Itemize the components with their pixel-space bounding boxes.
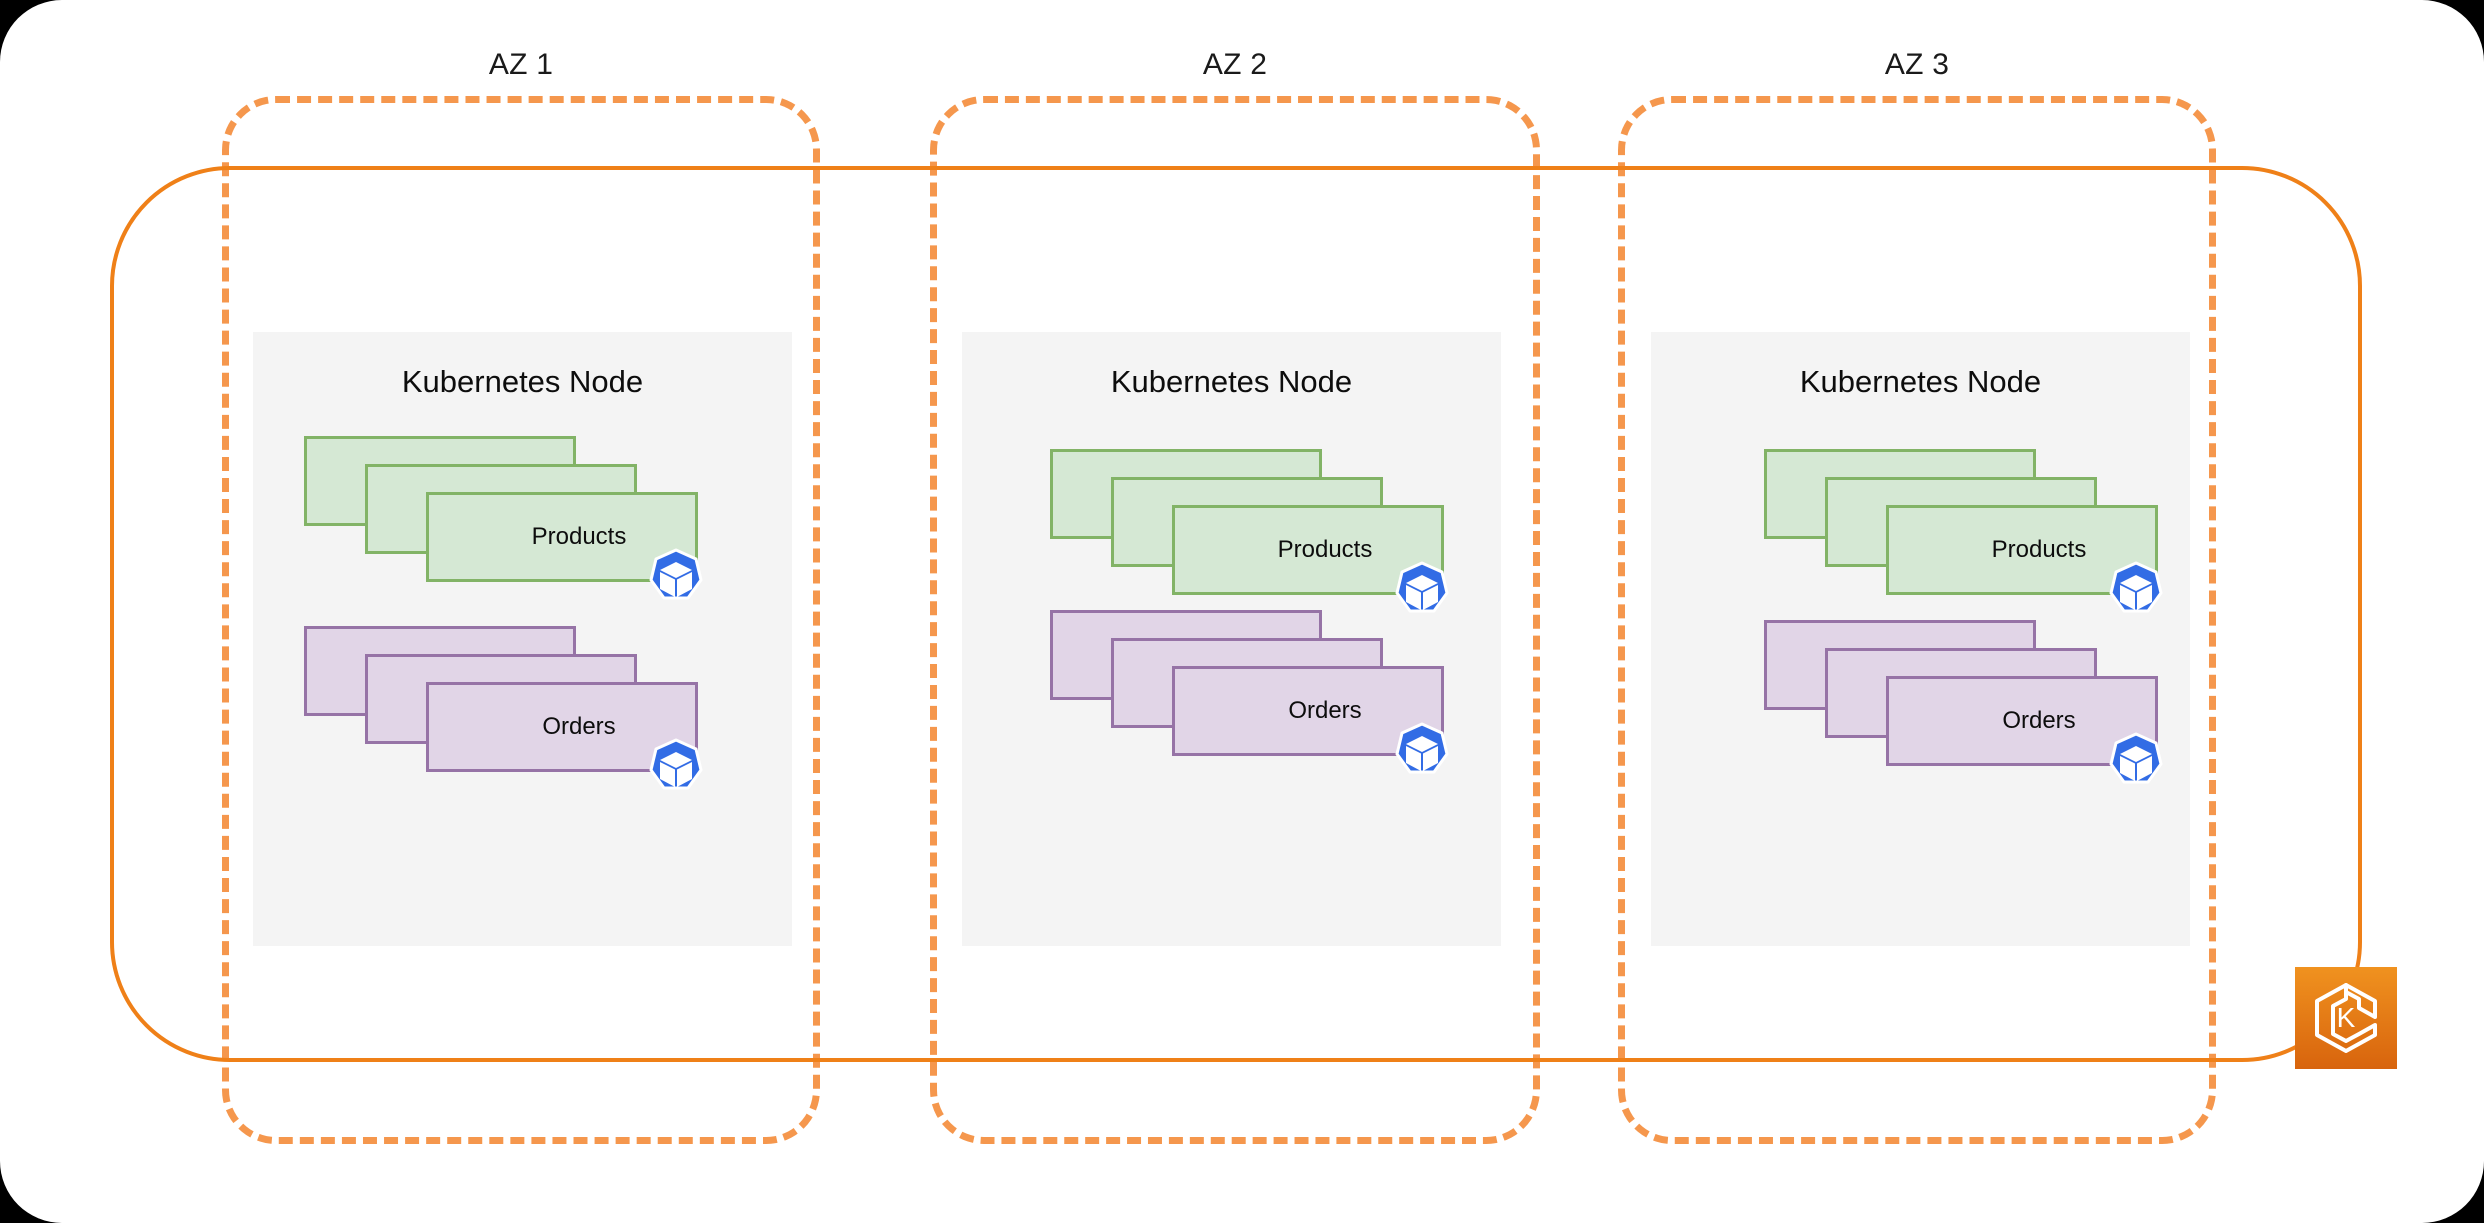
pod-replica-front: Orders <box>426 682 698 772</box>
az-label-3: AZ 3 <box>1884 48 1950 81</box>
kubernetes-node-title-1: Kubernetes Node <box>401 364 644 399</box>
kubernetes-node-3: Kubernetes Node Products <box>1651 332 2190 946</box>
kubernetes-icon <box>644 548 708 612</box>
kubernetes-node-title-3: Kubernetes Node <box>1799 364 2042 399</box>
pod-label-products-1: Products <box>531 523 627 550</box>
kubernetes-icon <box>1390 561 1454 625</box>
kubernetes-icon <box>2104 561 2168 625</box>
kubernetes-node-1: Kubernetes Node Products <box>253 332 792 946</box>
pod-stack-products-3: Products <box>1764 449 2164 627</box>
pod-label-orders-1: Orders <box>542 713 616 740</box>
pod-stack-products-1: Products <box>304 436 704 614</box>
kubernetes-icon <box>1390 722 1454 786</box>
eks-cluster-boundary <box>110 166 2362 1062</box>
pod-replica-front: Products <box>1172 505 1444 595</box>
kubernetes-node-2: Kubernetes Node Products <box>962 332 1501 946</box>
az-column-1 <box>222 96 820 1144</box>
pod-label-orders-2: Orders <box>1288 697 1362 724</box>
az-column-2 <box>930 96 1540 1144</box>
az-label-1: AZ 1 <box>488 48 554 81</box>
kubernetes-icon <box>644 738 708 802</box>
pod-stack-orders-2: Orders <box>1050 610 1450 788</box>
pod-stack-products-2: Products <box>1050 449 1450 627</box>
pod-label-orders-3: Orders <box>2002 707 2076 734</box>
pod-stack-orders-3: Orders <box>1764 620 2164 798</box>
pod-label-products-3: Products <box>1991 536 2087 563</box>
pod-replica-front: Orders <box>1886 676 2158 766</box>
pod-stack-orders-1: Orders <box>304 626 704 804</box>
pod-replica-front: Orders <box>1172 666 1444 756</box>
eks-logo: K <box>2295 967 2397 1069</box>
kubernetes-icon <box>2104 732 2168 796</box>
az-label-2: AZ 2 <box>1202 48 1268 81</box>
pod-label-products-2: Products <box>1277 536 1373 563</box>
kubernetes-node-title-2: Kubernetes Node <box>1110 364 1353 399</box>
az-column-3 <box>1618 96 2216 1144</box>
eks-logo-glyph: K <box>2337 1002 2356 1033</box>
